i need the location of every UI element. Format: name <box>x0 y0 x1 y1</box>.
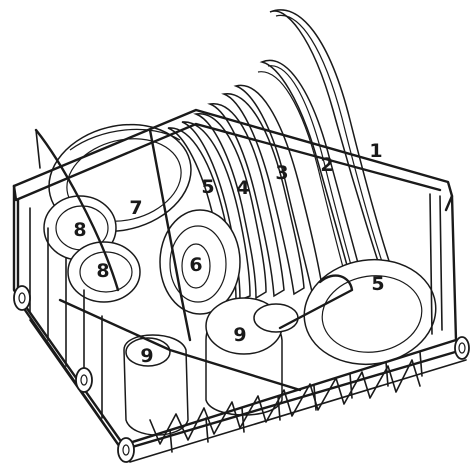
rack-frame <box>12 108 467 463</box>
cup-9-center <box>205 297 299 416</box>
label-8-bottom: 8 <box>96 260 109 282</box>
wheel-rear-left <box>13 285 31 311</box>
label-8-top: 8 <box>73 219 86 241</box>
label-5-front: 5 <box>371 273 384 295</box>
wheels <box>13 285 470 463</box>
label-2: 2 <box>320 154 333 176</box>
bowl-8-bottom <box>67 241 141 303</box>
wheel-mid-left <box>75 367 93 393</box>
label-4: 4 <box>236 177 249 199</box>
label-9-center: 9 <box>233 324 246 346</box>
item-labels: 1 2 3 4 5 6 7 8 8 9 9 5 <box>73 140 384 367</box>
wheel-front-left <box>117 437 135 463</box>
label-1: 1 <box>369 140 382 162</box>
label-6: 6 <box>189 254 202 276</box>
wheel-front-right <box>454 336 470 360</box>
label-5-stack: 5 <box>201 176 214 198</box>
label-3: 3 <box>275 162 288 184</box>
label-7: 7 <box>129 197 142 219</box>
plate-5-front <box>303 258 437 366</box>
label-9-left: 9 <box>140 345 153 367</box>
